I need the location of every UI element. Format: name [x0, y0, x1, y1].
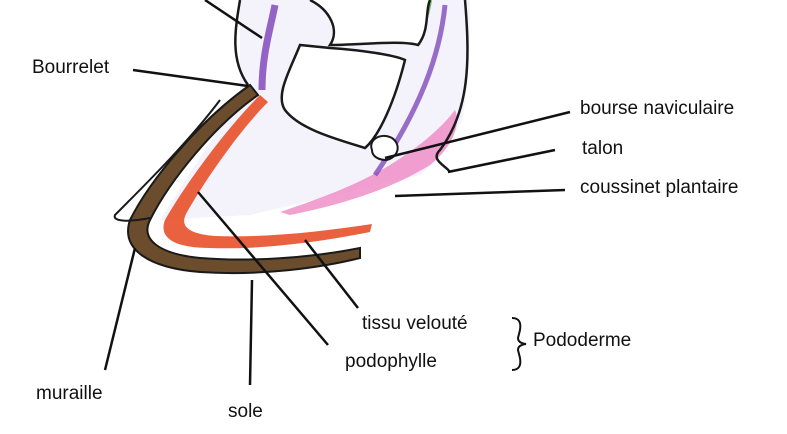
- wall-layer: [127, 83, 361, 275]
- label-sole: sole: [228, 401, 263, 422]
- leader-muraille: [103, 247, 137, 371]
- pododerme-brace: [511, 317, 527, 371]
- leader-podophylle: [197, 191, 329, 346]
- plantar-cushion: [280, 110, 458, 215]
- leader-bourrelet: [132, 68, 249, 88]
- label-muraille: muraille: [36, 383, 103, 404]
- leader-coussinet: [394, 188, 566, 198]
- leader-top: [204, 0, 263, 40]
- dermis-layer: [163, 95, 372, 249]
- hoof-outline-front: [234, 0, 250, 86]
- leader-bourse: [384, 110, 571, 160]
- pastern-front: [113, 99, 221, 222]
- leader-tissu: [304, 239, 359, 309]
- bone-middle-phalanx: [309, 0, 432, 47]
- purple-strand-front: [258, 4, 279, 91]
- navicular-bone: [370, 134, 399, 162]
- label-podophylle: podophylle: [345, 351, 437, 372]
- bone-coffin: [280, 43, 407, 150]
- hoof-outline-back: [435, 0, 469, 173]
- label-pododerme: Pododerme: [533, 330, 632, 351]
- leader-talon: [447, 148, 556, 174]
- label-talon: talon: [582, 138, 624, 159]
- label-tissu-veloute: tissu velouté: [362, 313, 468, 334]
- label-bourrelet: Bourrelet: [32, 57, 110, 78]
- leader-sole: [248, 279, 254, 386]
- label-bourse-naviculaire: bourse naviculaire: [580, 98, 735, 119]
- label-coussinet-plantaire: coussinet plantaire: [580, 177, 739, 198]
